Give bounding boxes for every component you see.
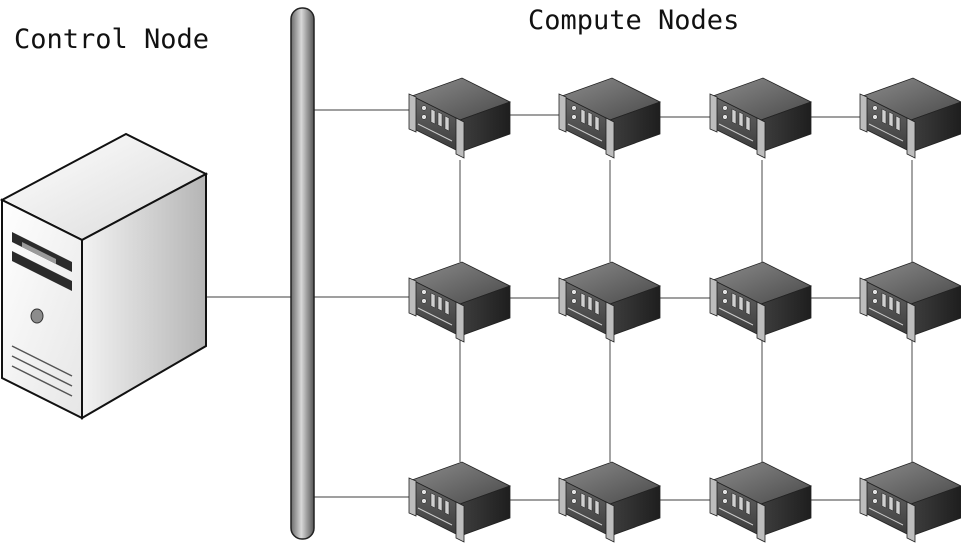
compute-node-grid <box>408 77 961 543</box>
rack-server-icon <box>859 77 961 159</box>
rack-server-icon <box>709 77 812 159</box>
rack-server-icon <box>408 261 511 343</box>
rack-server-icon <box>859 461 961 543</box>
tower-server-icon <box>0 132 209 420</box>
rack-server-icon <box>408 77 511 159</box>
rack-server-icon <box>709 461 812 543</box>
rack-server-icon <box>558 261 661 343</box>
compute-nodes-label: Compute Nodes <box>528 5 740 36</box>
rack-server-icon <box>709 261 812 343</box>
connection-lines <box>205 109 913 501</box>
rack-server-icon <box>408 461 511 543</box>
rack-server-icon <box>558 461 661 543</box>
rack-server-icon <box>859 261 961 343</box>
network-bus <box>290 7 315 540</box>
control-node-label: Control Node <box>14 24 210 55</box>
rack-server-icon <box>558 77 661 159</box>
